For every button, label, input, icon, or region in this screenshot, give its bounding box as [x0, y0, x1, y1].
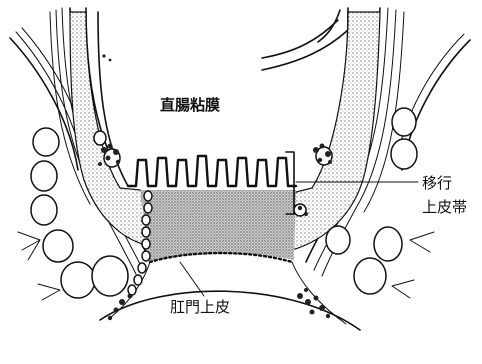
left-submucosa: [70, 12, 150, 246]
transitional-label-line2: 上皮帯: [422, 198, 467, 216]
vascular-clusters: [98, 54, 332, 320]
anal-epithelium-leader: [180, 262, 204, 296]
transitional-zone: [140, 190, 296, 262]
rectal-mucosa-crypts: [128, 156, 296, 186]
anal-epithelium-label: 肛門上皮: [170, 298, 230, 316]
rectal-mucosa-label: 直腸粘膜: [160, 96, 220, 114]
transitional-label-line1: 移行: [422, 174, 452, 192]
